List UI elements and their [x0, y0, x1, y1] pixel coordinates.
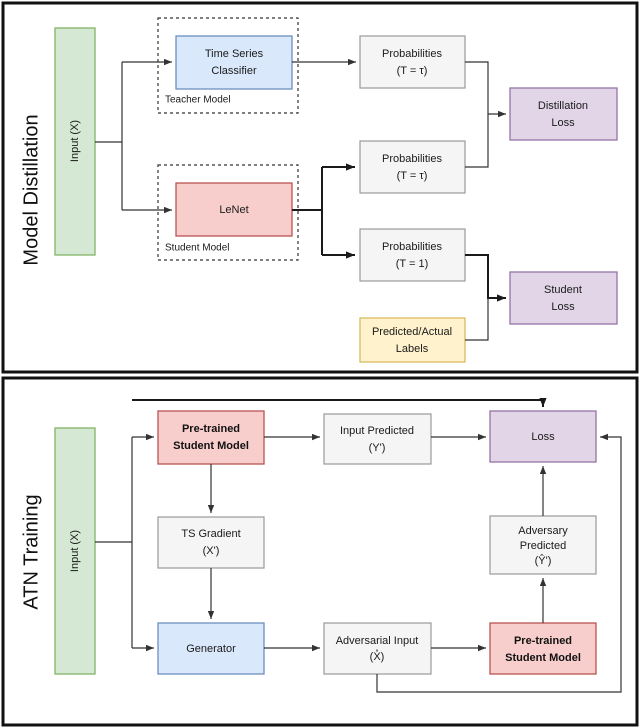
node-prob-teacher-line1: Probabilities: [382, 48, 442, 60]
node-lenet-label: LeNet: [219, 204, 248, 216]
node-probabilities-student-tau: Probabilities (T = τ): [359, 140, 466, 194]
node-pstm-top-line2: Student Model: [173, 440, 249, 452]
node-adv-pred-line3: (Ŷ'): [535, 554, 552, 567]
panel-title-model-distillation: Model Distillation: [20, 114, 42, 265]
node-ts-gradient-line2: (X'): [203, 545, 220, 557]
node-input-x: Input (X): [54, 27, 96, 256]
node-probabilities-student-one: Probabilities (T = 1): [359, 228, 466, 282]
node-time-series-classifier: Time Series Classifier: [175, 35, 293, 90]
panel-title-atn-training: ATN Training: [20, 494, 42, 609]
node-atn-input-x: Input (X): [54, 427, 96, 675]
edge-input-skip-to-loss: [132, 398, 547, 407]
node-adv-input-line1: Adversarial Input: [336, 635, 419, 647]
node-tsc-line2: Classifier: [211, 65, 257, 77]
edges-model-distillation: [95, 58, 506, 341]
node-tsc-line1: Time Series: [205, 48, 264, 60]
edges-atn-training: [95, 398, 622, 693]
panel-frame-model-distillation: [1, 1, 639, 374]
node-prob-student-tau-line1: Probabilities: [382, 153, 442, 165]
group-teacher-model: Teacher Model: [157, 17, 299, 114]
node-ts-gradient: TS Gradient (X'): [157, 516, 265, 569]
panel-frame-atn-training: [1, 376, 639, 727]
node-pred-actual-line1: Predicted/Actual: [372, 326, 452, 338]
node-pretrained-student-model-bottom: Pre-trained Student Model: [489, 622, 597, 675]
node-pstm-bottom-line2: Student Model: [505, 652, 581, 664]
node-pretrained-student-model-top: Pre-trained Student Model: [157, 410, 265, 465]
edge-labels-to-student-loss: [465, 298, 489, 341]
node-student-loss: Student Loss: [509, 271, 618, 325]
group-student-model: Student Model: [157, 164, 299, 261]
node-adversarial-input: Adversarial Input (X̊): [323, 622, 432, 675]
node-adversary-predicted: Adversary Predicted (Ŷ'): [489, 515, 597, 575]
node-adv-pred-line2: Predicted: [520, 540, 566, 552]
node-prob-teacher-line2: (T = τ): [397, 65, 428, 77]
node-prob-student-tau-line2: (T = τ): [397, 170, 428, 182]
node-probabilities-teacher: Probabilities (T = τ): [359, 35, 466, 89]
panel-title-text-2: ATN Training: [20, 494, 42, 609]
node-lenet: LeNet: [175, 182, 293, 237]
node-input-predicted-line2: (Y'): [369, 442, 386, 454]
node-pred-actual-line2: Labels: [396, 343, 429, 355]
node-pstm-top-line1: Pre-trained: [182, 423, 240, 435]
node-atn-input-x-label: Input (X): [69, 530, 81, 572]
node-prob-student-one-line2: (T = 1): [396, 258, 429, 270]
node-student-loss-line1: Student: [544, 284, 582, 296]
edge-prob-teacher-to-distill: [465, 61, 506, 118]
edge-prob-one-to-student-loss: [465, 254, 506, 302]
node-prob-student-one-line1: Probabilities: [382, 241, 442, 253]
panel-title-text: Model Distillation: [20, 114, 42, 265]
node-ts-gradient-line1: TS Gradient: [181, 528, 240, 540]
node-distillation-loss: Distillation Loss: [509, 87, 618, 141]
edge-prob-student-tau-to-distill: [465, 114, 489, 168]
node-loss: Loss: [489, 410, 597, 463]
node-adv-input-line2: (X̊): [370, 648, 385, 663]
node-pstm-bottom-line1: Pre-trained: [514, 635, 572, 647]
node-generator-label: Generator: [186, 643, 236, 655]
node-input-predicted-line1: Input Predicted: [340, 425, 414, 437]
node-loss-label: Loss: [531, 431, 555, 443]
node-distillation-loss-line2: Loss: [551, 117, 575, 129]
node-adv-pred-line1: Adversary: [518, 525, 568, 537]
node-distillation-loss-line1: Distillation: [538, 100, 588, 112]
node-predicted-actual-labels: Predicted/Actual Labels: [359, 317, 466, 363]
node-input-predicted: Input Predicted (Y'): [323, 413, 432, 465]
group-teacher-model-caption: Teacher Model: [165, 95, 231, 106]
node-student-loss-line2: Loss: [551, 301, 575, 313]
group-student-model-caption: Student Model: [165, 243, 230, 254]
node-generator: Generator: [157, 622, 265, 675]
edge-adversarial-input-loop-to-loss: [376, 433, 622, 693]
node-input-x-label: Input (X): [69, 120, 81, 162]
